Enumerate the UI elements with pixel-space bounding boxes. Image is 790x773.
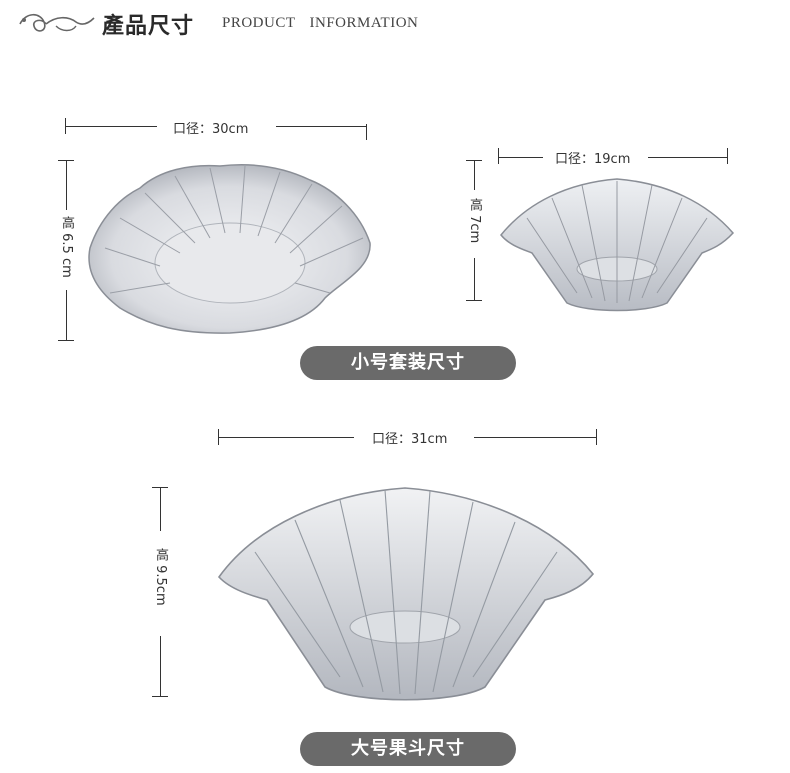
plate-height-line-top <box>66 160 67 210</box>
large-set-caption: 大号果斗尺寸 <box>300 732 516 766</box>
scroll-ornament-icon <box>19 13 95 32</box>
plate-diameter-tick-right <box>366 124 367 140</box>
plate-height-line-bottom <box>66 290 67 340</box>
bowl-diameter-tick-left <box>498 148 499 164</box>
bowl-diameter-line-right <box>648 157 727 158</box>
large-bowl-height-label: 高 9.5cm <box>153 548 168 606</box>
bowl-diameter-line-left <box>498 157 543 158</box>
large-bowl-diameter-tick-right <box>596 429 597 445</box>
page-title-english: PRODUCT INFORMATION <box>222 15 432 32</box>
bowl-height-line-top <box>474 160 475 190</box>
title-en-word-1: PRODUCT <box>222 15 296 31</box>
flower-glass-fruit-bowl-icon <box>217 487 595 701</box>
title-en-word-2: INFORMATION <box>309 15 419 31</box>
small-set-caption: 小号套装尺寸 <box>300 346 516 380</box>
bowl-height-tick-bottom <box>466 300 482 301</box>
bowl-height-line-bottom <box>474 258 475 300</box>
plate-diameter-line-left <box>65 126 157 127</box>
flower-glass-plate-icon <box>88 164 371 334</box>
plate-diameter-label: 口径：30cm <box>173 122 249 137</box>
bowl-diameter-label: 口径：19cm <box>555 152 631 167</box>
large-bowl-height-tick-bottom <box>152 696 168 697</box>
plate-diameter-line-right <box>276 126 366 127</box>
section-header: 產品尺寸 PRODUCT INFORMATION <box>0 0 790 50</box>
plate-height-tick-bottom <box>58 340 74 341</box>
large-bowl-diameter-line-left <box>218 437 354 438</box>
page-title: 產品尺寸 <box>102 14 195 39</box>
plate-height-label: 高 6.5 cm <box>59 216 74 278</box>
large-bowl-height-line-bottom <box>160 636 161 696</box>
large-bowl-diameter-label: 口径：31cm <box>372 432 448 447</box>
bowl-diameter-tick-right <box>727 148 728 164</box>
large-bowl-diameter-line-right <box>474 437 596 438</box>
flower-glass-bowl-icon <box>500 178 735 312</box>
bowl-height-label: 高 7cm <box>467 198 482 244</box>
large-bowl-height-line-top <box>160 487 161 531</box>
